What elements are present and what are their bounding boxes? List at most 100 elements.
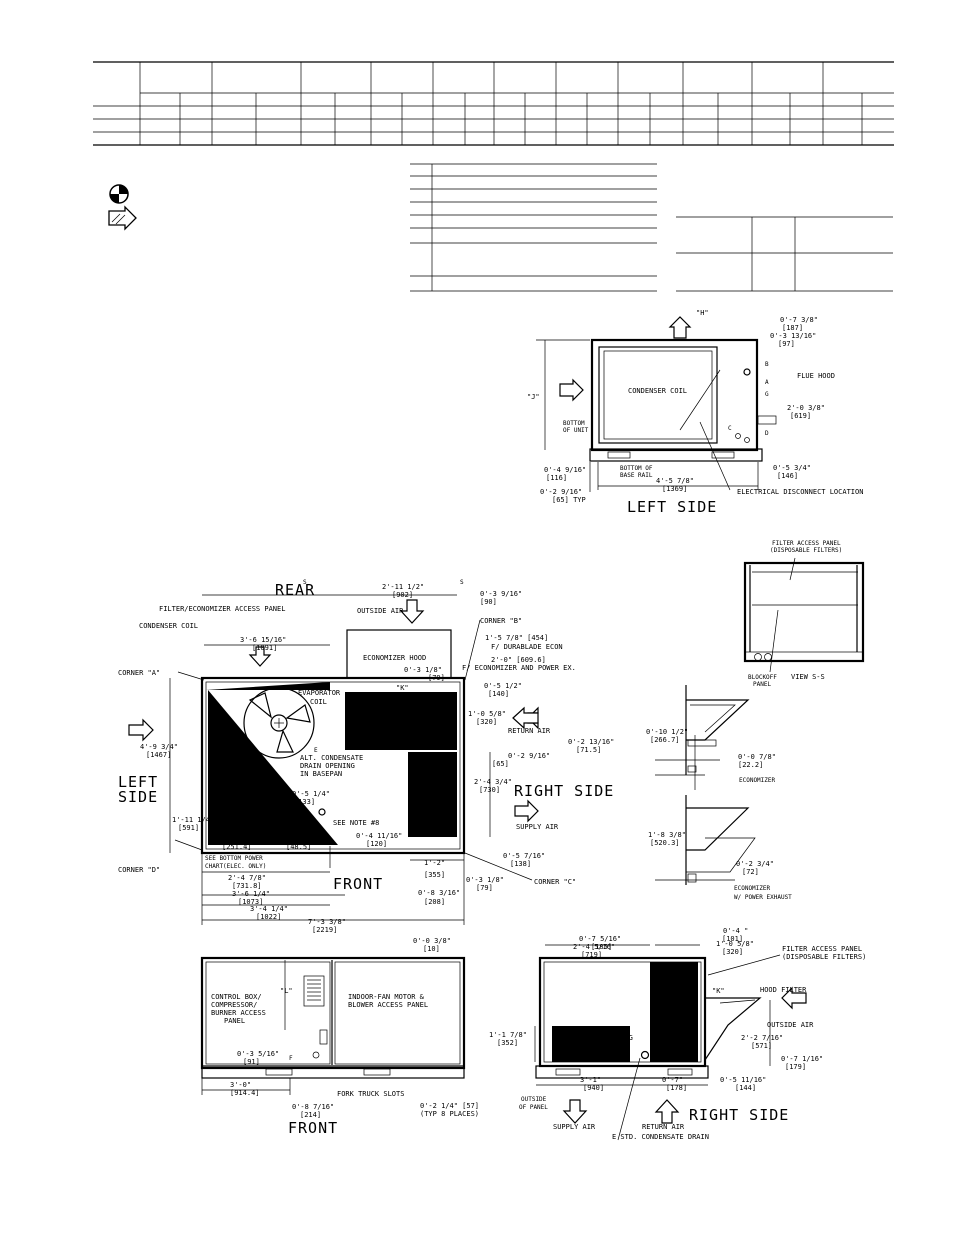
notes-table	[410, 163, 657, 292]
dim-text: [1091]	[252, 644, 277, 652]
dim-text: [72]	[742, 868, 759, 876]
dim-text: [146]	[777, 472, 798, 480]
s-mark: S	[303, 579, 307, 586]
bottom-of-unit-2: OF UNIT	[563, 427, 589, 434]
right-side-title: RIGHT SIDE	[689, 1106, 789, 1124]
dim-text: [179]	[785, 1063, 806, 1071]
dim-text: [101]	[722, 935, 743, 943]
left-side-big: LEFT	[118, 773, 158, 791]
dim-text: [138]	[510, 860, 531, 868]
dim-text: [352]	[497, 1039, 518, 1047]
airflow-arrow-icon	[108, 205, 137, 231]
dim-text: [719]	[581, 951, 602, 959]
letter-g-ls: G	[765, 391, 769, 398]
note-text: OPENING	[660, 995, 690, 1003]
dim-text: [90]	[480, 598, 497, 606]
dim-text: [320]	[722, 948, 743, 956]
supply-air-label: SUPPLY AIR	[516, 823, 559, 831]
dim-text: 0'-0 3/8"	[413, 937, 451, 945]
dim-text: 0'-2 13/16"	[568, 738, 614, 746]
dim-text: 1'-2"	[424, 859, 445, 867]
dim-text: 0'-3 1/8"	[404, 666, 442, 674]
dim-text: [187]	[782, 324, 803, 332]
return-air-rs-label: RETURN AIR	[642, 1123, 685, 1131]
dim-text: [65]	[492, 760, 509, 768]
electrical-disconnect-label: ELECTRICAL DISCONNECT LOCATION	[737, 488, 863, 496]
note-text: OUTSIDE	[521, 1096, 547, 1103]
dim-text: 0'-8 3/16"	[418, 889, 460, 897]
outside-air-label: OUTSIDE AIR	[357, 607, 404, 615]
right-side-big: RIGHT SIDE	[514, 782, 614, 800]
dim-text: 0'-3 13/16"	[770, 332, 816, 340]
dim-text: [65] TYP	[552, 496, 586, 504]
dim-text: [1369]	[662, 485, 687, 493]
condenser-coil-label: CONDENSER COIL	[628, 387, 687, 395]
dim-text: 0'-7 5/16"	[579, 935, 621, 943]
dim-text: [208]	[424, 898, 445, 906]
dim-text: [97]	[778, 340, 795, 348]
view-ss-title: VIEW S-S	[791, 673, 825, 681]
j-mark: "J"	[527, 393, 540, 401]
note-text: 2'-0" [609.6]	[491, 656, 546, 664]
note-text: CONTROL BOX/	[211, 993, 262, 1001]
k-mark-rs: "K"	[712, 987, 725, 995]
dim-text: 0'-5 7/16"	[503, 852, 545, 860]
dim-text: 2'-4 3/4"	[474, 778, 512, 786]
small-table	[676, 216, 893, 292]
economizer-label: ECONOMIZER	[739, 777, 776, 784]
economizer-details: 0'-10 1/2" [266.7] 0'-0 7/8" [22.2] ECON…	[646, 685, 792, 901]
see-note-label: SEE NOTE #8	[333, 819, 379, 827]
dim-text: [914.4]	[230, 1089, 260, 1097]
hood-filter-label: HOOD FILTER	[760, 986, 807, 994]
letter-a-ls: A	[765, 379, 769, 386]
dim-text: 1'-0 5/8"	[468, 710, 506, 718]
dim-text: 7'-3 3/8"	[308, 918, 346, 926]
outside-air-rs-label: OUTSIDE AIR	[767, 1021, 814, 1029]
letter-d-ls: D	[765, 430, 769, 437]
dim-text: 0'-2 3/4"	[736, 860, 774, 868]
dim-text: 0'-7"	[662, 1076, 683, 1084]
bottom-of-unit-1: BOTTOM	[563, 420, 585, 427]
right-side-view: RETURN- AIR OPENING HORIZONTAL SUPPLY-AI…	[489, 927, 866, 1141]
dim-text: [48.5]	[286, 843, 311, 851]
dim-text: [940]	[583, 1084, 604, 1092]
dim-text: [76.9]	[252, 797, 274, 804]
dim-text: [251.4]	[222, 843, 252, 851]
note-text: BURNER ACCESS	[211, 1009, 266, 1017]
h-mark: "H"	[696, 309, 709, 317]
note-text: ECONOMIZER	[734, 885, 771, 892]
note-text: PANEL	[224, 1017, 245, 1025]
note-text: AIR	[667, 987, 680, 995]
dim-text: [2219]	[312, 926, 337, 934]
dim-text: [731.8]	[232, 882, 262, 890]
dim-text: 0'-5 11/16"	[720, 1076, 766, 1084]
dim-text: [178]	[666, 1084, 687, 1092]
dim-text: [355]	[424, 871, 445, 879]
note-text: INDOOR-FAN MOTOR &	[348, 993, 425, 1001]
dim-text: 0'-7 1/16"	[781, 1055, 823, 1063]
plan-view: S S REAR FILTER/ECONOMIZER ACCESS PANEL …	[118, 579, 614, 934]
note-text: 1'-5 7/8" [454]	[485, 634, 548, 642]
note-text: EVAPORATOR	[298, 689, 341, 697]
note-text: BLOCKOFF	[748, 674, 777, 681]
dim-text: 2'-2 7/16"	[741, 1034, 783, 1042]
center-of-gravity-icon	[109, 184, 129, 204]
note-text: F/ ECONOMIZER AND POWER EX.	[462, 664, 576, 672]
dim-text: 3'-0"	[230, 1081, 251, 1089]
note-text: RETURN-	[660, 979, 690, 987]
dim-text: 3'-6 1/4"	[232, 890, 270, 898]
dim-text: [133]	[294, 798, 315, 806]
front-title: FRONT	[288, 1119, 338, 1137]
dim-text: 3'-6 15/16"	[240, 636, 286, 644]
note-text: RETURN AIR OPENING	[360, 711, 436, 719]
dim-text: [79]	[476, 884, 493, 892]
dim-text: 0'-2 9/16"	[508, 752, 550, 760]
k-mark: "K"	[396, 684, 409, 692]
corner-b-label: CORNER "B"	[480, 617, 522, 625]
dim-text: [22.2]	[738, 761, 763, 769]
dim-text: 0'-7 3/8"	[780, 316, 818, 324]
note-text: IN BASEPAN	[300, 770, 342, 778]
note-text: (DISPOSABLE FILTERS)	[782, 953, 866, 961]
dim-text: 4'-5 7/8"	[656, 477, 694, 485]
note-text: OPENING	[415, 787, 445, 795]
